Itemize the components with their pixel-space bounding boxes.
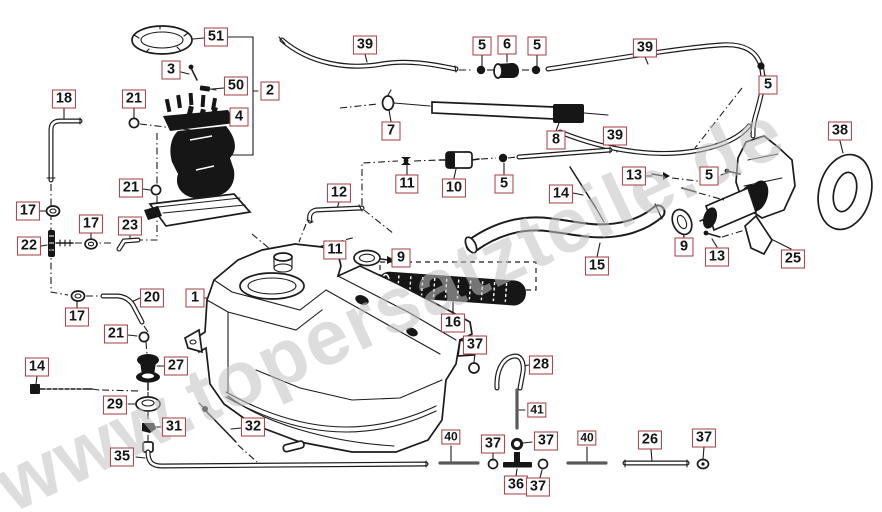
mount-hardware <box>30 354 429 469</box>
part-label-20[interactable]: 20 <box>139 288 165 308</box>
part-label-37[interactable]: 37 <box>691 428 717 448</box>
fuel-sender-assembly <box>651 135 873 256</box>
part-label-1[interactable]: 1 <box>185 288 205 308</box>
part-label-37[interactable]: 37 <box>480 434 506 454</box>
part-label-22[interactable]: 22 <box>16 236 42 256</box>
part-label-39[interactable]: 39 <box>632 38 658 58</box>
part-label-21[interactable]: 21 <box>118 178 144 198</box>
part-label-23[interactable]: 23 <box>117 216 143 236</box>
part-label-17[interactable]: 17 <box>15 201 41 221</box>
left-fittings <box>45 117 209 355</box>
part-label-37[interactable]: 37 <box>533 431 559 451</box>
part-label-31[interactable]: 31 <box>161 417 187 437</box>
part-label-29[interactable]: 29 <box>102 395 128 415</box>
part-label-15[interactable]: 15 <box>584 256 610 276</box>
part-label-3[interactable]: 3 <box>161 60 181 80</box>
part-label-28[interactable]: 28 <box>528 355 554 375</box>
part-label-9[interactable]: 9 <box>391 248 411 268</box>
part-label-25[interactable]: 25 <box>780 249 806 269</box>
part-label-7[interactable]: 7 <box>381 121 401 141</box>
part-label-5[interactable]: 5 <box>494 174 514 194</box>
part-label-37[interactable]: 37 <box>462 335 488 355</box>
part-label-5[interactable]: 5 <box>472 36 492 56</box>
part-label-17[interactable]: 17 <box>78 214 104 234</box>
vent-line-parts <box>438 353 710 470</box>
fuel-pump-assembly <box>131 25 252 227</box>
part-label-21[interactable]: 21 <box>121 89 147 109</box>
part-label-4[interactable]: 4 <box>229 107 249 127</box>
part-label-12[interactable]: 12 <box>326 183 352 203</box>
part-label-14[interactable]: 14 <box>548 184 574 204</box>
vent-and-protector <box>339 89 609 123</box>
part-label-39[interactable]: 39 <box>352 35 378 55</box>
part-label-16[interactable]: 16 <box>440 313 466 333</box>
part-label-40[interactable]: 40 <box>441 429 461 445</box>
part-label-9[interactable]: 9 <box>674 237 694 257</box>
part-label-13[interactable]: 13 <box>704 247 730 267</box>
part-label-41[interactable]: 41 <box>527 402 547 418</box>
part-label-5[interactable]: 5 <box>758 75 778 95</box>
part-label-26[interactable]: 26 <box>637 430 663 450</box>
part-label-10[interactable]: 10 <box>441 178 467 198</box>
part-label-13[interactable]: 13 <box>621 166 647 186</box>
part-label-35[interactable]: 35 <box>109 447 135 467</box>
fuel-filter-line <box>361 146 613 205</box>
part-label-38[interactable]: 38 <box>827 121 853 141</box>
part-label-6[interactable]: 6 <box>497 35 517 55</box>
part-label-11[interactable]: 11 <box>323 240 347 260</box>
part-label-8[interactable]: 8 <box>546 130 566 150</box>
part-label-36[interactable]: 36 <box>503 475 529 495</box>
part-label-27[interactable]: 27 <box>163 356 189 376</box>
part-label-5[interactable]: 5 <box>527 36 547 56</box>
part-label-18[interactable]: 18 <box>51 89 77 109</box>
part-label-11[interactable]: 11 <box>395 174 419 194</box>
part-label-21[interactable]: 21 <box>103 324 129 344</box>
part-label-14[interactable]: 14 <box>24 357 50 377</box>
filler-hose <box>464 166 666 254</box>
part-label-39[interactable]: 39 <box>602 126 628 146</box>
fuel-tank <box>183 243 477 453</box>
part-label-17[interactable]: 17 <box>64 307 90 327</box>
part-label-5[interactable]: 5 <box>699 166 719 186</box>
part-label-51[interactable]: 51 <box>203 27 229 47</box>
part-label-40[interactable]: 40 <box>577 430 597 446</box>
part-label-50[interactable]: 50 <box>223 76 249 96</box>
part-label-2[interactable]: 2 <box>260 81 280 101</box>
part-label-37[interactable]: 37 <box>525 477 551 497</box>
part-label-32[interactable]: 32 <box>240 417 266 437</box>
